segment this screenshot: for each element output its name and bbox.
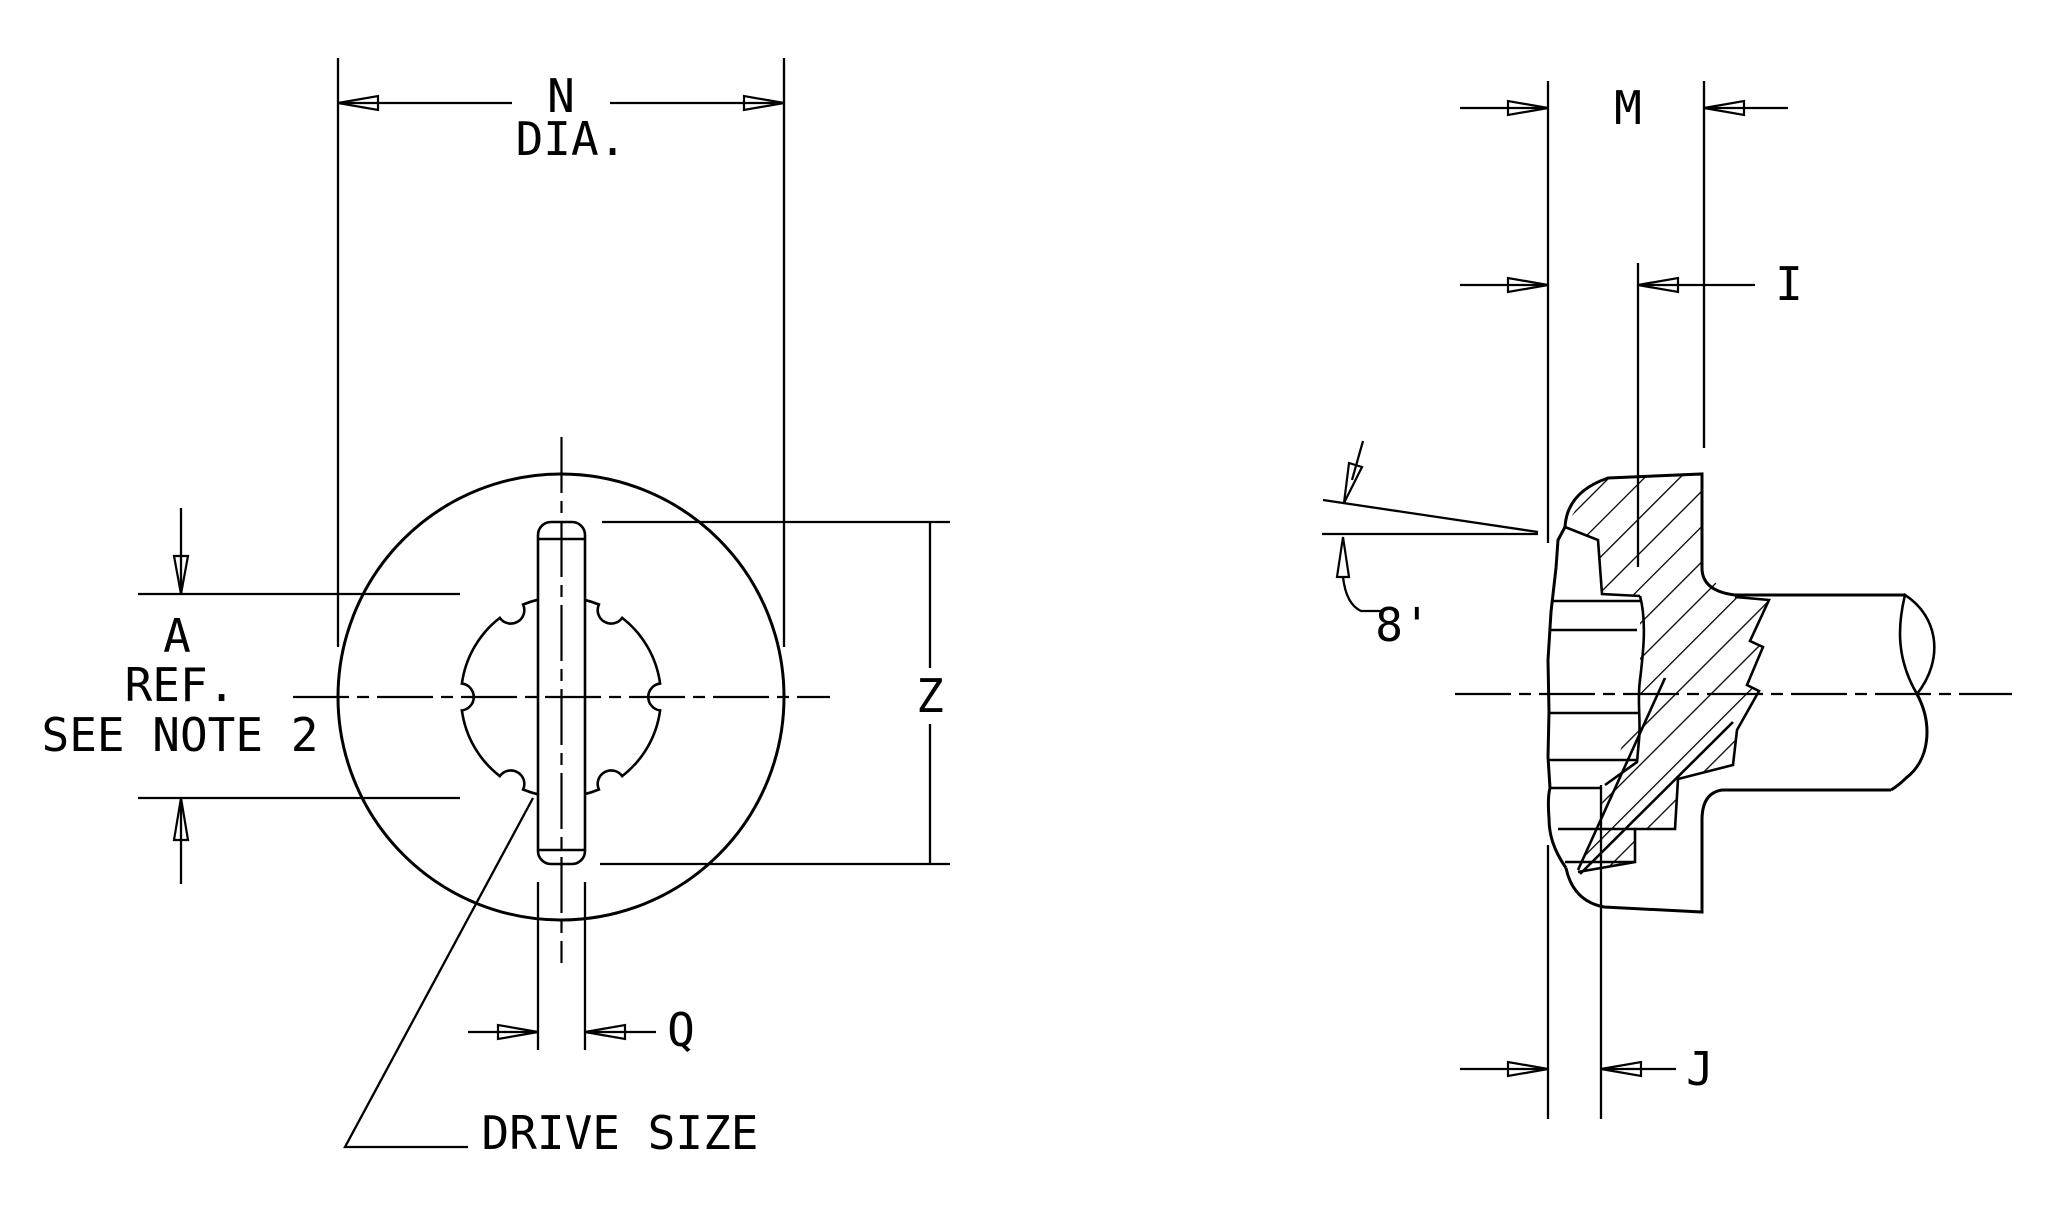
dim-label-a: A [163, 609, 191, 663]
torx-recess-right [584, 598, 662, 796]
front-view: N DIA. A REF. SEE NOTE 2 Z [42, 58, 950, 1160]
recess-mouth [1564, 525, 1641, 598]
dim-label-j: J [1686, 1042, 1714, 1096]
break-lower-curve [1890, 693, 1929, 792]
outer-circle [336, 472, 786, 922]
dim-label-ref: REF. [125, 658, 236, 712]
drive-size-leader [343, 797, 535, 1149]
arrowhead-up-icon [172, 797, 190, 842]
arrowhead-left-icon [1703, 99, 1746, 117]
arrowhead-right-icon [496, 1023, 539, 1041]
angle-leader-arc [1341, 576, 1383, 613]
arrowhead-left-icon [337, 94, 380, 112]
shaft-break [1890, 592, 1936, 792]
drive-size-callout: DRIVE SIZE [343, 797, 759, 1160]
head-bottom-outline [1564, 788, 1891, 914]
cone-edge-outer [1579, 721, 1734, 875]
arrowhead-right-icon [1506, 276, 1549, 294]
arrowhead-left-icon [1600, 1060, 1643, 1078]
arrowhead-right-icon [1506, 1060, 1549, 1078]
head-top-outline [1563, 472, 1905, 597]
drive-slot [536, 520, 587, 866]
angle-taper-line [1322, 498, 1539, 534]
arrowhead-left-icon [584, 1023, 627, 1041]
arrowhead-up-icon [1335, 536, 1351, 579]
dim-label-z: Z [916, 669, 944, 723]
arrowhead-right-icon [742, 94, 785, 112]
arrowhead-down-icon [1342, 461, 1364, 504]
label-drive-size: DRIVE SIZE [482, 1106, 759, 1160]
arrowhead-right-icon [1506, 99, 1549, 117]
torx-recess-left [460, 598, 538, 796]
dim-n-dia: N DIA. [336, 58, 786, 647]
angle-arrow-shaft-upper [1350, 440, 1365, 481]
dim-a-ref: A REF. SEE NOTE 2 [42, 508, 460, 884]
dim-q: Q [468, 882, 695, 1057]
dim-label-dia: DIA. [516, 112, 627, 166]
cone-edge-inner [1576, 677, 1667, 871]
angle-callout: 8' [1322, 440, 1539, 652]
serrated-bearing-face [1546, 526, 1568, 869]
dim-m: M [1460, 81, 1788, 135]
dim-j: J [1460, 1042, 1714, 1096]
dim-i: I [1460, 257, 1803, 311]
bore-teeth-edge [1577, 595, 1771, 874]
dim-z: Z [600, 520, 950, 866]
arrowhead-down-icon [172, 554, 190, 595]
dim-label-i: I [1775, 257, 1803, 311]
break-hatched-lens [1898, 592, 1936, 697]
section-view: M I J 8' [1322, 81, 2012, 1119]
arrowhead-left-icon [1637, 276, 1680, 294]
dim-label-n: N [547, 69, 575, 123]
section-hatch-area [1565, 474, 1769, 872]
note-see-note-2: SEE NOTE 2 [42, 708, 319, 762]
angle-label-8min: 8' [1375, 598, 1430, 652]
dim-label-m: M [1614, 81, 1642, 135]
dim-label-q: Q [667, 1003, 695, 1057]
